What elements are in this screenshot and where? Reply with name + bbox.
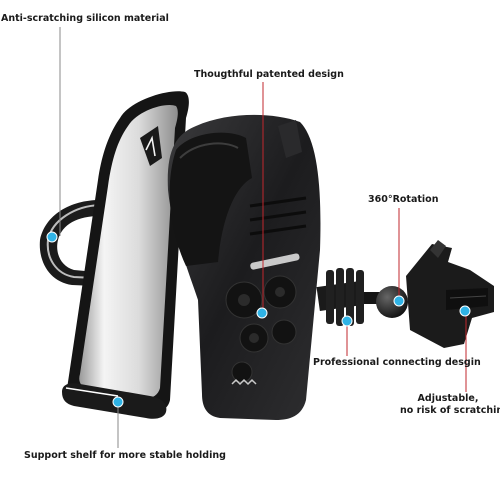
callout-professional-connecting: Professional connecting desgin xyxy=(313,357,481,368)
callout-dot-rotation xyxy=(393,295,405,307)
vent-clip xyxy=(406,240,494,348)
triangle-a-logo-icon xyxy=(140,126,162,166)
leader-lines xyxy=(59,27,467,448)
callout-adjustable-line1: Adjustable, xyxy=(417,393,479,404)
callout-dot-anti-scratching xyxy=(46,231,58,243)
callout-support-shelf: Support shelf for more stable holding xyxy=(24,450,226,461)
callout-adjustable: Adjustable, no risk of scratching xyxy=(396,393,500,417)
ball-joint xyxy=(376,286,408,318)
callout-adjustable-line2: no risk of scratching xyxy=(400,405,500,416)
callout-dot-adjustable xyxy=(459,305,471,317)
callout-thoughtful-design: Thougthful patented design xyxy=(194,69,344,80)
callout-dot-professional-connecting xyxy=(341,315,353,327)
front-holder xyxy=(62,91,189,419)
connector xyxy=(316,268,382,326)
back-housing xyxy=(167,114,321,421)
callout-anti-scratching: Anti-scratching silicon material xyxy=(1,13,169,24)
callout-dots xyxy=(46,231,471,408)
callout-dot-support-shelf xyxy=(112,396,124,408)
callout-rotation: 360°Rotation xyxy=(368,194,439,205)
callout-dot-thoughtful-design xyxy=(256,307,268,319)
